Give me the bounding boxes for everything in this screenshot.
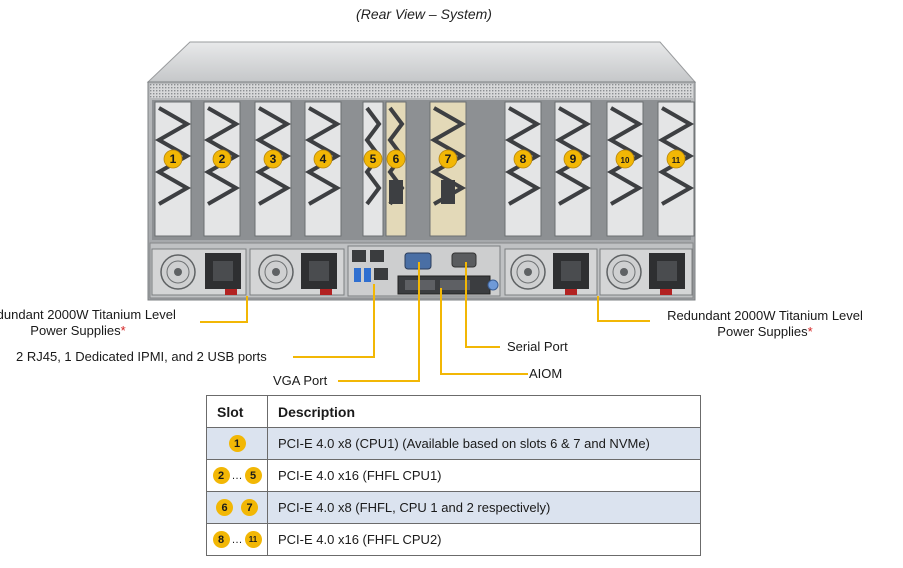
usb-port-1 [354, 268, 361, 282]
rj45-port-1 [352, 250, 366, 262]
table-row: 8…11 PCI-E 4.0 x16 (FHFL CPU2) [206, 523, 701, 556]
slot-badge: 7 [241, 499, 258, 517]
slot-vent-9 [554, 106, 592, 206]
ports-leader [293, 284, 375, 358]
psu-left-callout: Redundant 2000W Titanium Level Power Sup… [0, 307, 200, 339]
slot-number-label: 10 [621, 156, 630, 165]
psu-right-callout: Redundant 2000W Titanium Level Power Sup… [655, 308, 875, 340]
table-row: 2…5 PCI-E 4.0 x16 (FHFL CPU1) [206, 459, 701, 492]
description-cell: PCI-E 4.0 x16 (FHFL CPU2) [267, 523, 701, 556]
psu-left-line2: Power Supplies [30, 323, 121, 338]
slot-number-label: 9 [570, 152, 577, 166]
slot-cell: 2…5 [206, 459, 268, 492]
header-slot: Slot [206, 395, 268, 428]
table-header-row: Slot Description [206, 395, 701, 428]
slot-number-badge [666, 149, 686, 169]
aiom-callout: AIOM [529, 366, 563, 381]
slot-vent-2 [203, 106, 241, 206]
serial-leader [465, 262, 500, 348]
description-cell: PCI-E 4.0 x16 (FHFL CPU1) [267, 459, 701, 492]
psu-left-line1: Redundant 2000W Titanium Level [0, 307, 176, 322]
range-dots: … [231, 533, 243, 546]
thumb-screw [487, 279, 499, 291]
slot-number-label: 8 [520, 152, 527, 166]
chassis-top-cover [146, 41, 697, 83]
slot-number-badge [513, 149, 533, 169]
slot-description-table: Slot Description 1 PCI-E 4.0 x8 (CPU1) (… [206, 395, 701, 556]
slot-number-label: 7 [445, 152, 452, 166]
slot-badge: 5 [244, 467, 262, 485]
header-description: Description [267, 395, 701, 428]
slot-number-badge [615, 149, 635, 169]
description-cell: PCI-E 4.0 x8 (FHFL, CPU 1 and 2 respecti… [267, 491, 701, 524]
slot-number-label: 1 [170, 152, 177, 166]
io-ports-panel [347, 245, 501, 297]
psu-right-line1: Redundant 2000W Titanium Level [667, 308, 863, 323]
slot-number-badge [563, 149, 583, 169]
slot-vent-10 [606, 106, 644, 206]
slot-vent-7 [429, 106, 467, 206]
slot-badge: 8 [212, 531, 230, 549]
slot-number-label: 4 [320, 152, 327, 166]
rj45-port-2 [370, 250, 384, 262]
psu-right-asterisk: * [807, 324, 813, 339]
serial-connector [451, 252, 477, 268]
slot-number-label: 3 [270, 152, 277, 166]
slot-cell: 1 [206, 427, 268, 460]
nic-port-2 [441, 180, 455, 204]
pcie-slot-brackets: 1 2 3 4 5 6 7 8 9 10 11 [152, 100, 695, 240]
psu-right-line2: Power Supplies [717, 324, 808, 339]
callout-lines [200, 262, 650, 382]
psu-left-asterisk: * [120, 323, 126, 338]
slot-vent-3 [254, 106, 292, 206]
vga-leader [338, 262, 420, 382]
slot-number-badge [212, 149, 232, 169]
ipmi-port [374, 268, 388, 280]
slot-vent-1 [154, 106, 192, 206]
ports-callout: 2 RJ45, 1 Dedicated IPMI, and 2 USB port… [16, 349, 267, 364]
nic-port-1 [389, 180, 403, 204]
slot-number-label: 11 [672, 156, 681, 165]
power-supply-right-2 [599, 248, 693, 296]
slot-number-badge [438, 149, 458, 169]
slot-number-badge [386, 149, 406, 169]
slot-bay-background [152, 100, 691, 240]
slot-number-label: 5 [370, 152, 377, 166]
psu-right-leader [597, 296, 650, 322]
slot-cell: 8…11 [206, 523, 268, 556]
slot-number-badge [313, 149, 333, 169]
usb-port-2 [364, 268, 371, 282]
power-supply-left-2 [249, 248, 345, 296]
slot-badge: 2 [212, 467, 230, 485]
slot-number-badge [263, 149, 283, 169]
vga-callout: VGA Port [273, 373, 328, 388]
description-cell: PCI-E 4.0 x8 (CPU1) (Available based on … [267, 427, 701, 460]
slot-vent-11 [657, 106, 695, 206]
psu-left-leader [200, 296, 248, 323]
table-row: 1 PCI-E 4.0 x8 (CPU1) (Available based o… [206, 427, 701, 460]
slot-number-label: 6 [393, 152, 400, 166]
range-dots: … [231, 469, 243, 482]
slot-number-badge [163, 149, 183, 169]
slot-badge: 11 [244, 531, 262, 549]
figure-caption: (Rear View – System) [356, 6, 492, 22]
serial-callout: Serial Port [507, 339, 568, 354]
aiom-leader [440, 288, 528, 375]
slot-number-label: 2 [219, 152, 226, 166]
slot-badge: 6 [216, 499, 233, 517]
slot-vent-8 [504, 106, 542, 206]
vent-strip [150, 84, 693, 98]
power-supply-right-1 [504, 248, 598, 296]
power-supply-left-1 [151, 248, 247, 296]
slot-number-badge [363, 149, 383, 169]
slot-badge: 1 [228, 435, 246, 453]
slot-vent-4 [304, 106, 342, 206]
